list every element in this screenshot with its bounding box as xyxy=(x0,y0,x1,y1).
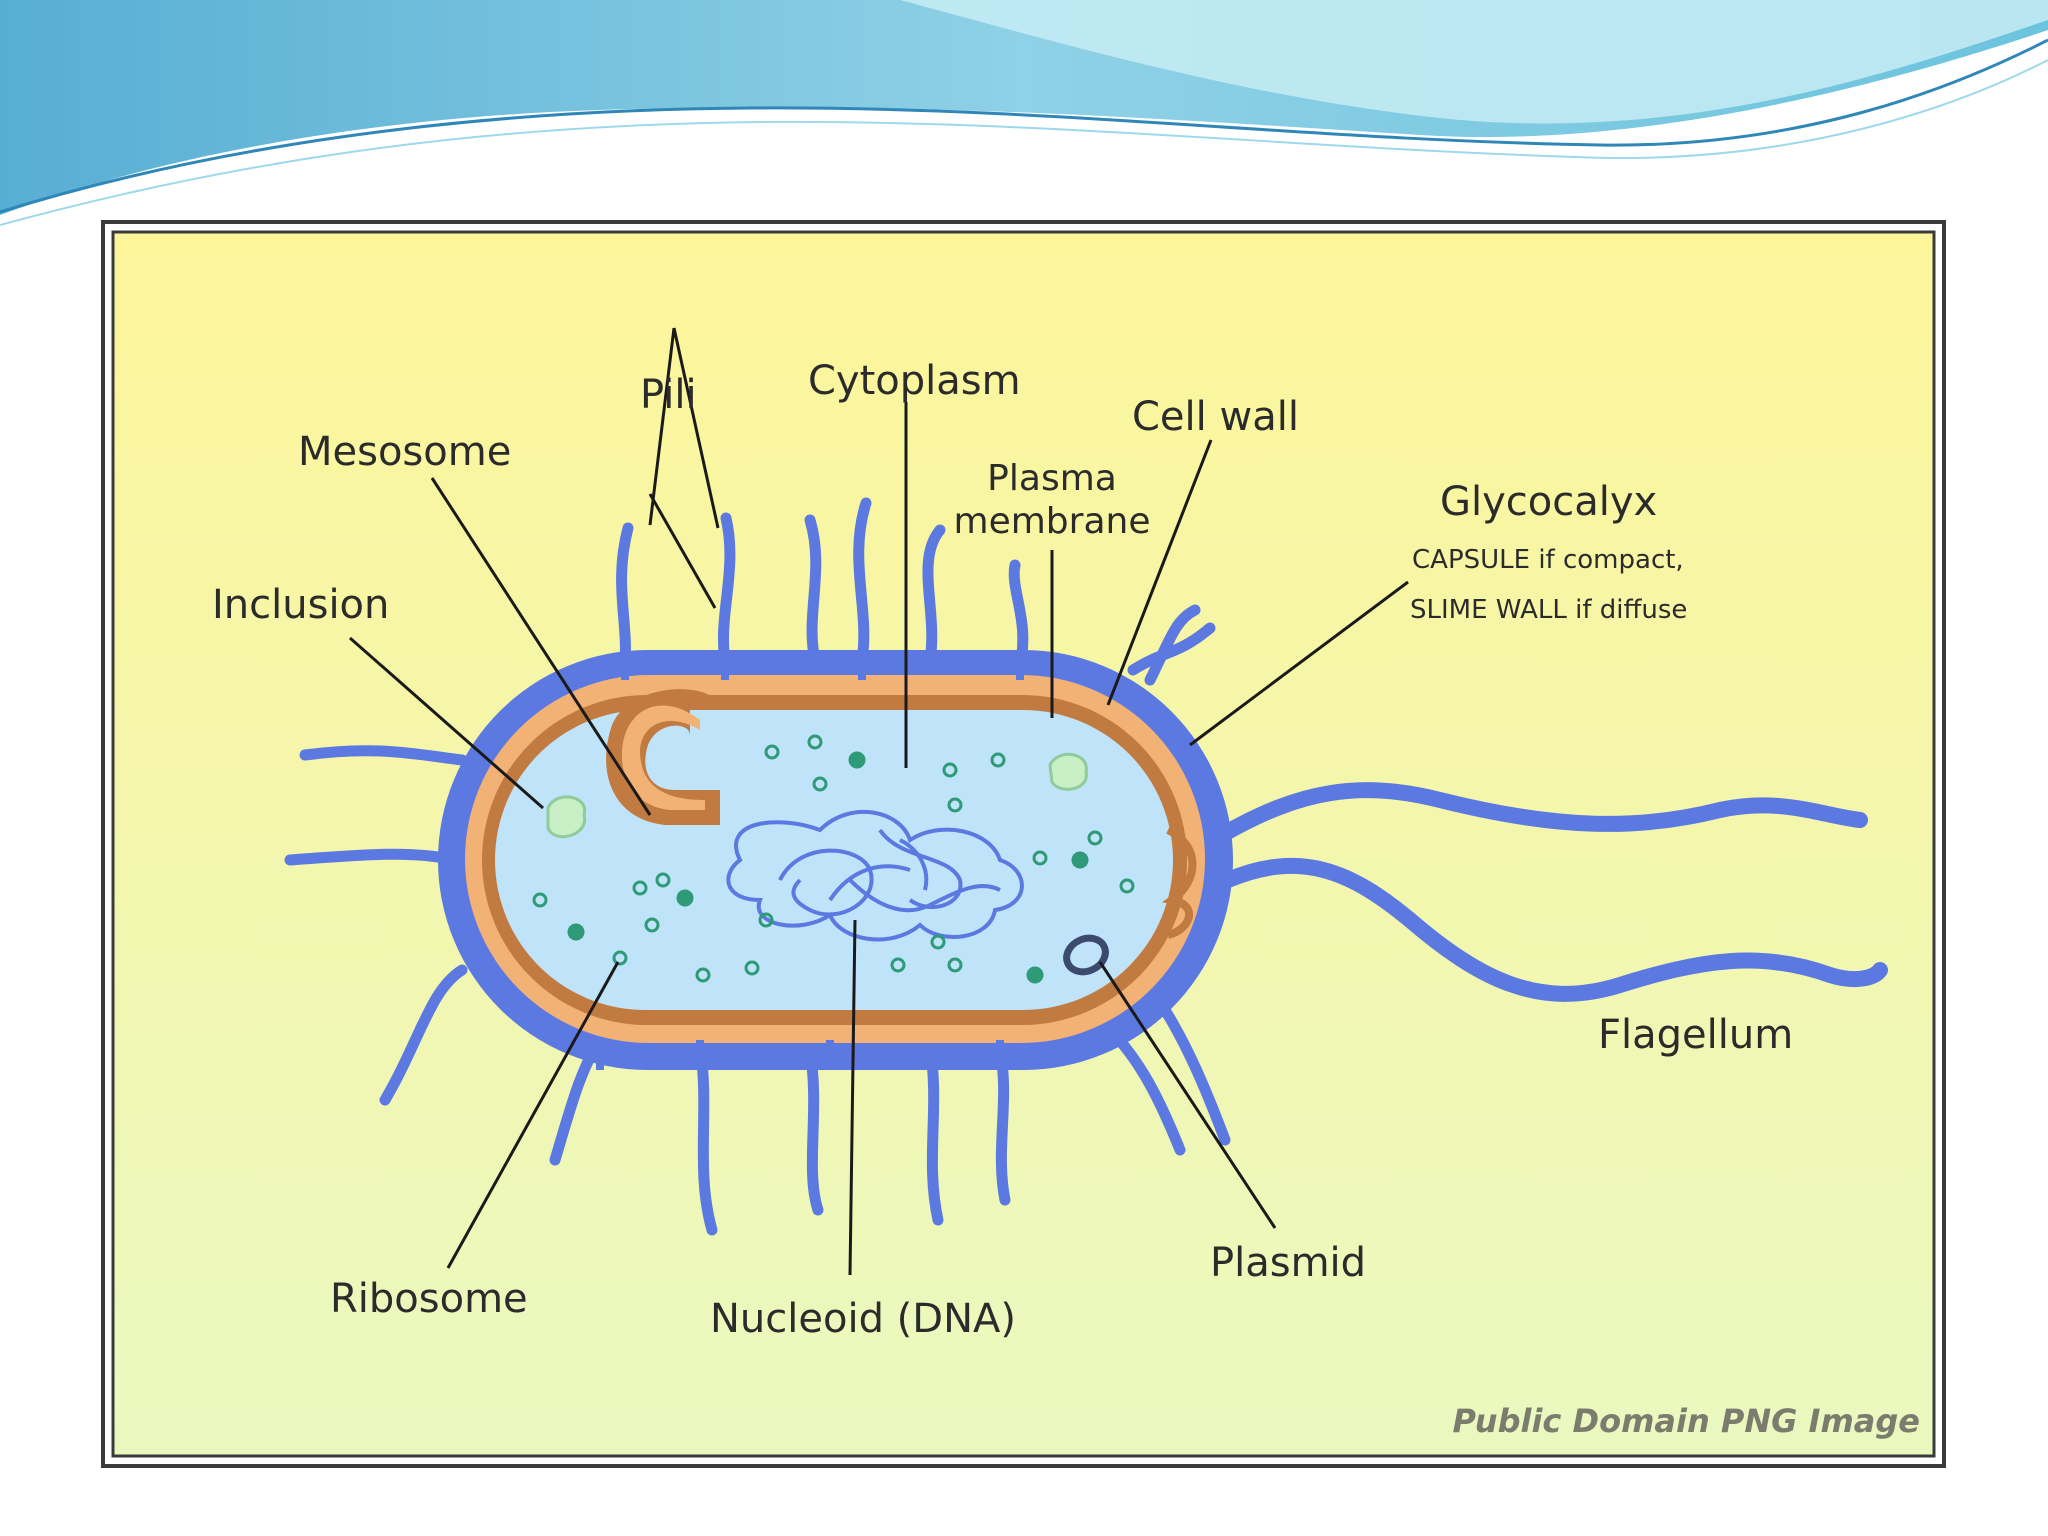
cytoplasm-region xyxy=(495,710,1173,1010)
label-glycocalyx-note2: SLIME WALL if diffuse xyxy=(1410,595,1687,625)
label-plasma-membrane-line1: Plasma xyxy=(987,458,1117,499)
label-inclusion: Inclusion xyxy=(212,582,389,628)
header-wave-decoration xyxy=(0,0,2048,226)
diagram-labels: Pili Cytoplasm Mesosome Cell wall Plasma… xyxy=(212,358,1920,1440)
plasmid-ring xyxy=(1063,934,1109,976)
label-cytoplasm: Cytoplasm xyxy=(808,358,1021,404)
image-credit: Public Domain PNG Image xyxy=(1452,1402,1920,1440)
diagram-panel xyxy=(101,220,1946,1468)
label-cell-wall: Cell wall xyxy=(1132,394,1299,440)
label-glycocalyx: Glycocalyx xyxy=(1440,479,1657,525)
label-nucleoid: Nucleoid (DNA) xyxy=(710,1296,1016,1342)
ribosome-dots xyxy=(532,734,1135,984)
inclusion-body xyxy=(546,795,587,839)
label-pili: Pili xyxy=(640,372,697,418)
label-plasmid: Plasmid xyxy=(1210,1240,1366,1286)
label-flagellum: Flagellum xyxy=(1598,1012,1793,1058)
bacterial-cell xyxy=(438,650,1233,1070)
flagellum-strands xyxy=(1214,782,1888,1002)
label-ribosome: Ribosome xyxy=(330,1276,528,1322)
label-plasma-membrane-line2: membrane xyxy=(954,501,1151,542)
label-mesosome: Mesosome xyxy=(298,429,511,475)
nucleoid-dna xyxy=(726,809,1024,942)
label-glycocalyx-note1: CAPSULE if compact, xyxy=(1412,545,1684,575)
leader-lines xyxy=(349,327,1409,1276)
